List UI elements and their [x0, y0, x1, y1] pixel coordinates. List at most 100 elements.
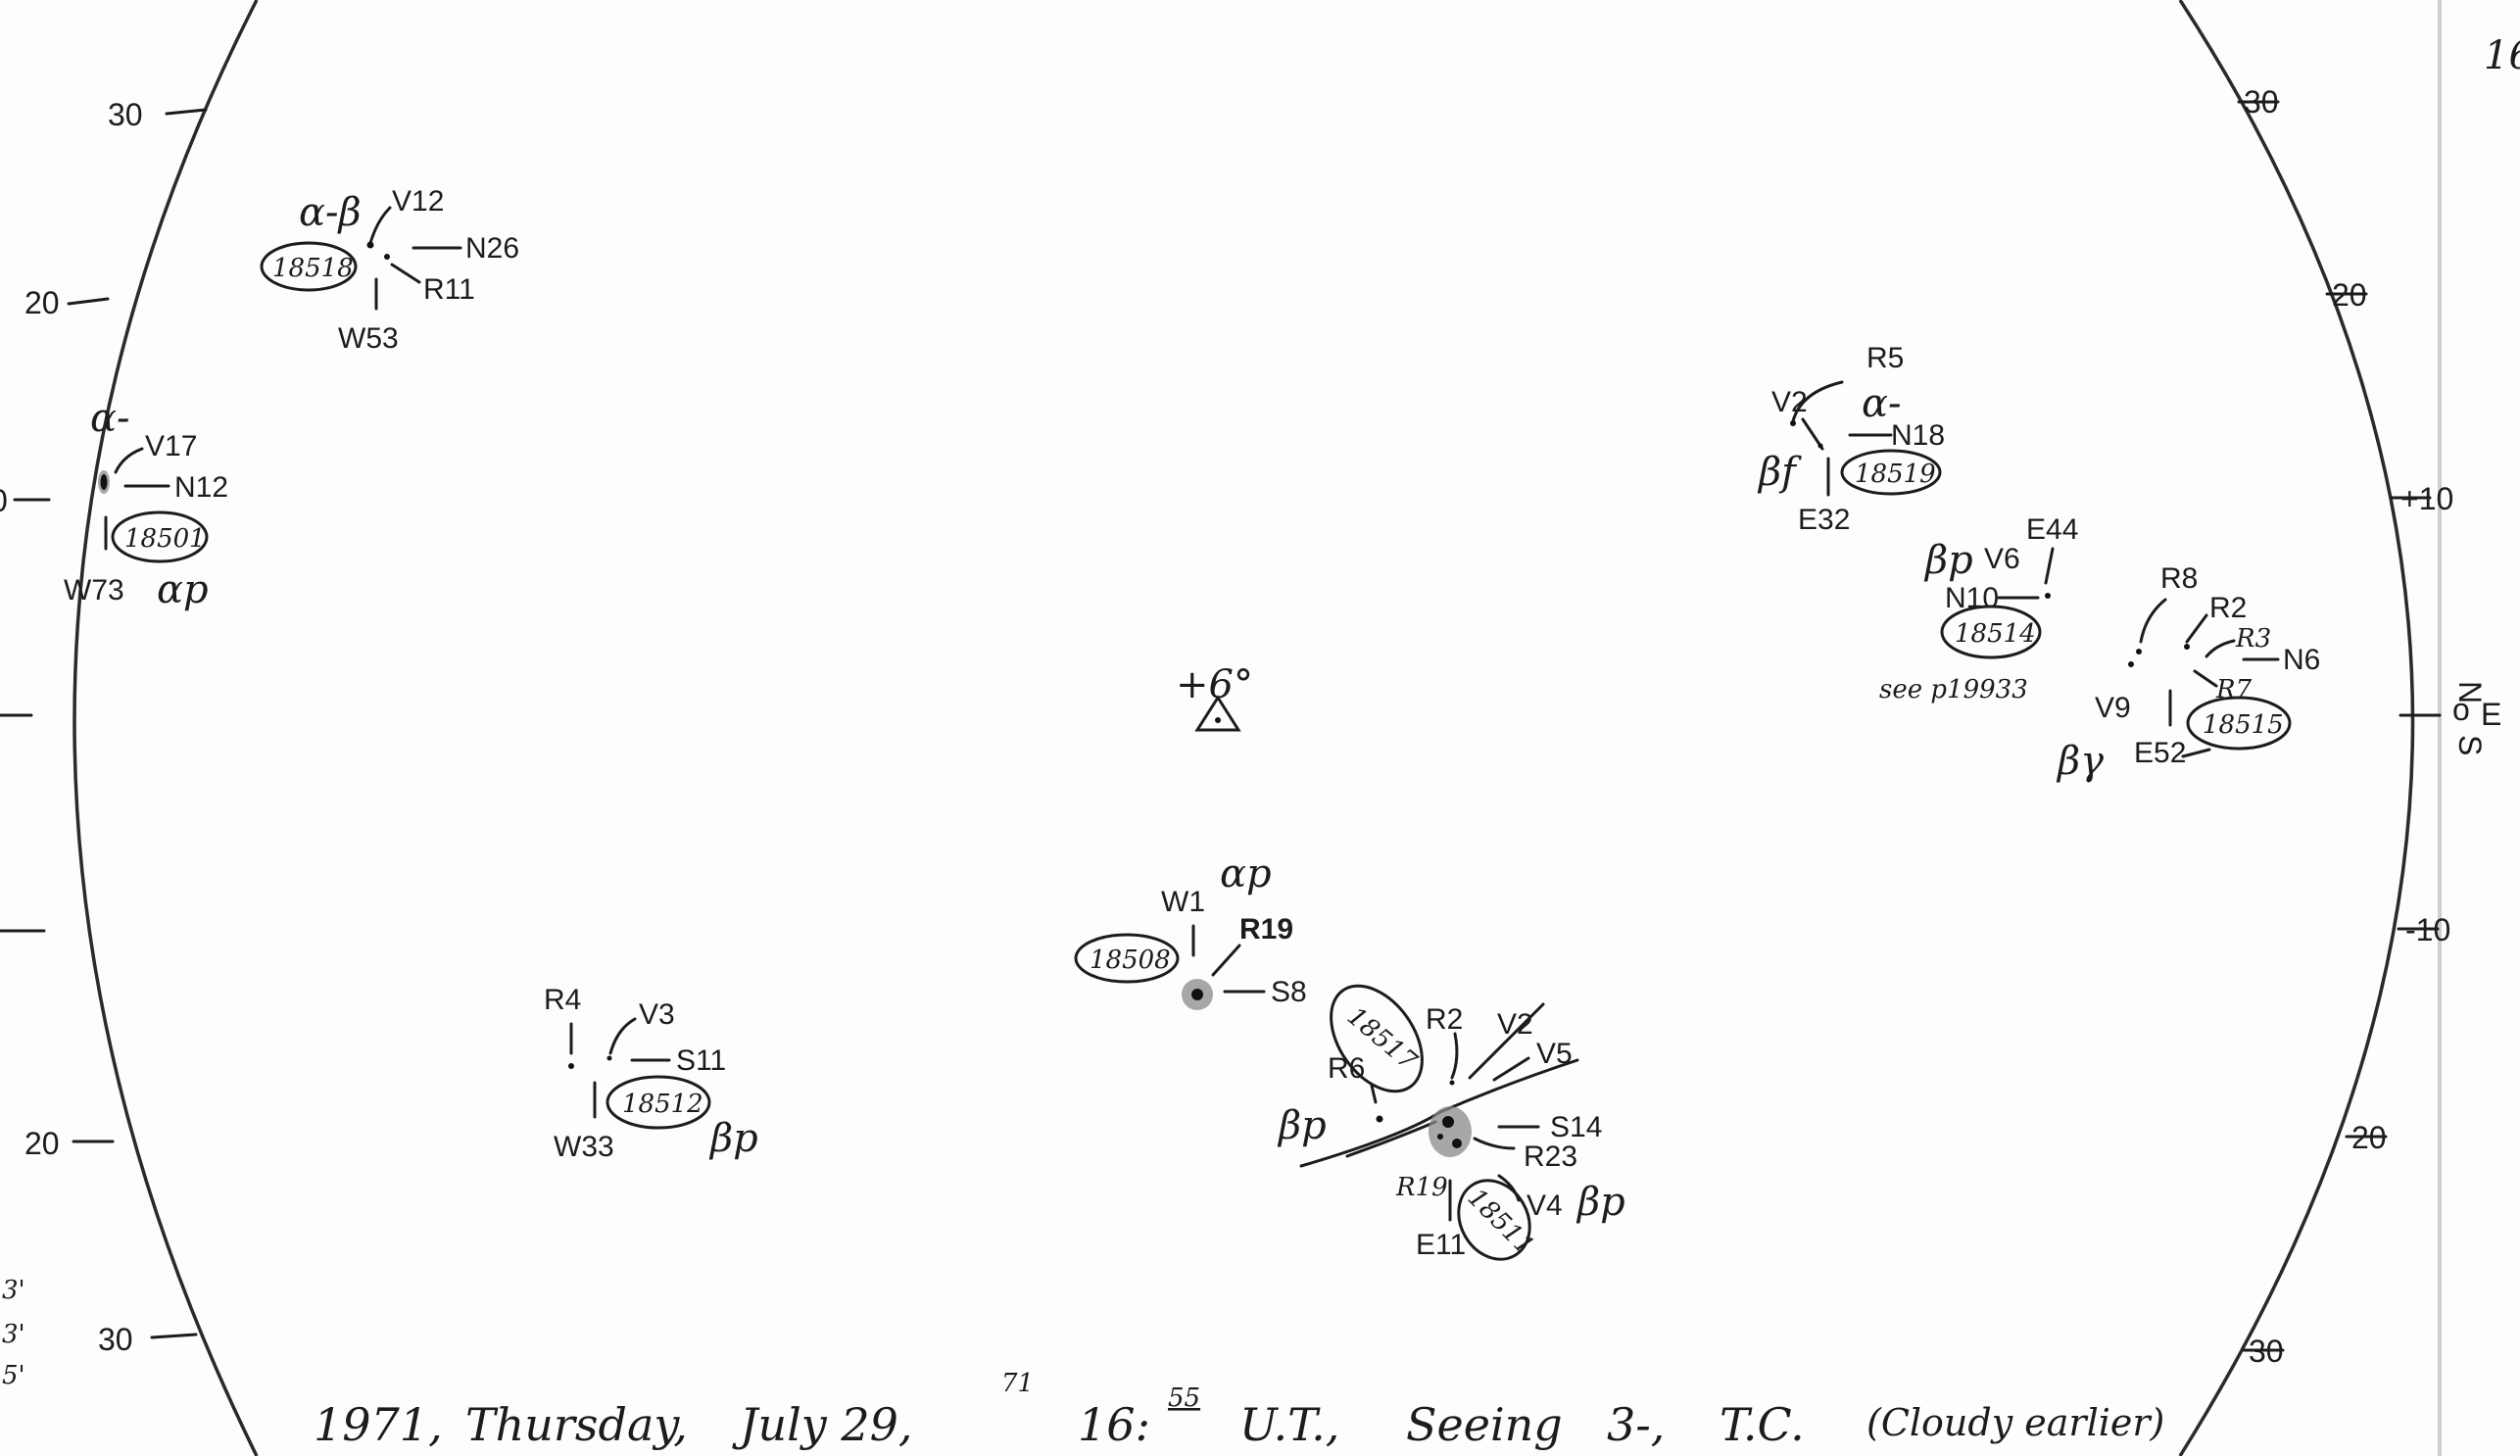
- group-18514-note: see p19933: [1879, 675, 2028, 704]
- disk-center-marker: +6°: [1176, 662, 1253, 732]
- left-tick-20-bottom: 20: [24, 1126, 60, 1161]
- right-tick-plus10: +10: [2400, 481, 2453, 516]
- footer-time: 16:: [1078, 1398, 1150, 1451]
- group-18519-type: α-: [1862, 381, 1902, 426]
- group-18512-r4: R4: [544, 984, 581, 1016]
- footer-seeing-label: Seeing: [1406, 1398, 1563, 1451]
- right-tick-20-bottom: 20: [2351, 1120, 2387, 1155]
- group-18515-n6: N6: [2283, 644, 2320, 676]
- edge-mark-2: 3': [2, 1320, 25, 1349]
- group-18508-class: αp: [1220, 851, 1272, 897]
- group-18514-id: 18514: [1955, 619, 2036, 649]
- group-18519-id: 18519: [1855, 460, 1936, 489]
- group-18518-n26: N26: [465, 232, 519, 265]
- group-18514-v6: V6: [1984, 543, 2020, 575]
- left-tick-30-bottom: 30: [98, 1322, 133, 1357]
- footer-date-superscript: 71: [1001, 1369, 1034, 1398]
- group-18519-v2: V2: [1771, 386, 1808, 418]
- footer-ut: U.T.,: [1239, 1398, 1339, 1451]
- group-18514: βp V6 E44 N10 18514 see p19933: [1879, 513, 2078, 704]
- group-18515-v9: V9: [2095, 692, 2131, 724]
- group-18519-r5: R5: [1866, 342, 1904, 374]
- group-18512-v3: V3: [639, 998, 675, 1031]
- group-18511-class: βp: [1575, 1180, 1625, 1225]
- edge-mark-1: 3': [2, 1276, 25, 1305]
- group-18501-type: α-: [90, 396, 130, 441]
- group-18517-class: βp: [1277, 1103, 1327, 1148]
- footer-time-superscript: 55: [1168, 1383, 1200, 1413]
- group-18512-w33: W33: [554, 1131, 614, 1163]
- group-18518-w53: W53: [338, 322, 399, 355]
- group-18515-r2: R2: [2209, 592, 2247, 624]
- left-tick-20-top: 20: [24, 285, 60, 320]
- group-18501-class: αp: [157, 567, 209, 612]
- page-number: 16: [2484, 33, 2520, 78]
- group-18514-circle: [1940, 605, 2042, 659]
- footer-observer: T.C.: [1720, 1398, 1805, 1451]
- group-18511-circle: [1457, 1179, 1531, 1261]
- north-label: N: [2452, 681, 2488, 704]
- left-tick-30-top: 30: [108, 97, 143, 132]
- group-18517-r2: R2: [1426, 1003, 1463, 1036]
- group-18508-w1: W1: [1161, 886, 1205, 918]
- right-tick-20-top: 20: [2332, 277, 2367, 313]
- edge-mark-3: 5': [2, 1361, 25, 1390]
- footer-remark: (Cloudy earlier): [1866, 1401, 2164, 1444]
- group-18517-r23: R23: [1524, 1141, 1577, 1173]
- center-angle-label: +6°: [1176, 662, 1253, 707]
- group-18511: R19 18511 V4 βp E11: [1395, 1173, 1625, 1261]
- group-18517-r6: R6: [1328, 1052, 1365, 1085]
- group-18519-circle: [1840, 449, 1942, 496]
- equator-orientation: N o S E: [2399, 681, 2501, 755]
- group-18518-v12: V12: [392, 185, 444, 218]
- left-edge-marks: 3' 3' 5': [2, 1276, 25, 1390]
- group-18519-class: βf: [1757, 450, 1802, 495]
- group-18519-n18: N18: [1891, 419, 1945, 452]
- group-18511-e11: E11: [1416, 1229, 1466, 1261]
- group-18515-r3: R3: [2235, 624, 2271, 654]
- group-18508: W1 αp R19 18508 S8: [1074, 851, 1307, 1010]
- east-label: E: [2481, 697, 2501, 732]
- group-18517-s14: S14: [1550, 1111, 1602, 1143]
- triangle-icon: [1194, 695, 1241, 732]
- group-18519: R5 α- V2 N18 βf 18519 E32: [1757, 342, 1945, 536]
- group-18508-circle: [1074, 933, 1180, 984]
- right-latitude-scale: 30 20 +10 -10 20 30: [2237, 84, 2453, 1369]
- group-18508-id: 18508: [1090, 946, 1171, 975]
- group-18501-circle: [111, 510, 209, 563]
- group-18519-e32: E32: [1798, 504, 1850, 536]
- footer-seeing-value: 3-,: [1607, 1398, 1665, 1451]
- group-18501: α- V17 N12 18501 W73 αp: [64, 396, 228, 612]
- group-18518-r11: R11: [423, 273, 475, 306]
- disk-limb-right: [2178, 0, 2415, 1456]
- footer-date: July 29,: [732, 1398, 913, 1451]
- group-18512-circle: [606, 1075, 711, 1130]
- group-18515-circle: [2186, 696, 2292, 751]
- group-18514-e44: E44: [2026, 513, 2078, 546]
- group-18515-r8: R8: [2160, 562, 2198, 595]
- footer-day: Thursday,: [465, 1398, 688, 1451]
- group-18517-v2: V2: [1497, 1008, 1533, 1041]
- group-18515-class: βγ: [2056, 739, 2104, 784]
- group-18515: R8 R2 R3 N6 R7 V9 18515 βγ E52: [2056, 562, 2320, 784]
- right-tick-minus10: -10: [2405, 912, 2450, 947]
- right-tick-30-top: 30: [2244, 84, 2279, 120]
- group-18512-id: 18512: [622, 1090, 703, 1119]
- group-18515-id: 18515: [2203, 710, 2284, 740]
- group-18518-circle: [260, 241, 358, 292]
- group-18512: R4 V3 S11 18512 W33 βp: [544, 984, 758, 1163]
- group-18512-class: βp: [708, 1116, 758, 1161]
- left-latitude-scale: 30 20 0 20 30: [0, 97, 208, 1357]
- left-tick-10-top: 0: [0, 483, 8, 518]
- group-18511-r19: R19: [1395, 1173, 1448, 1202]
- group-18517-circle: [1330, 984, 1424, 1093]
- group-18515-e52: E52: [2134, 737, 2186, 769]
- group-18518: α-β V12 N26 R11 W53 18518: [260, 185, 519, 355]
- south-label: S: [2452, 735, 2488, 755]
- group-18501-id: 18501: [124, 524, 206, 554]
- footer-year: 1971,: [314, 1398, 443, 1451]
- group-18501-v17: V17: [145, 430, 197, 462]
- right-tick-30-bottom: 30: [2249, 1334, 2284, 1369]
- group-18518-type: α-β: [299, 190, 362, 235]
